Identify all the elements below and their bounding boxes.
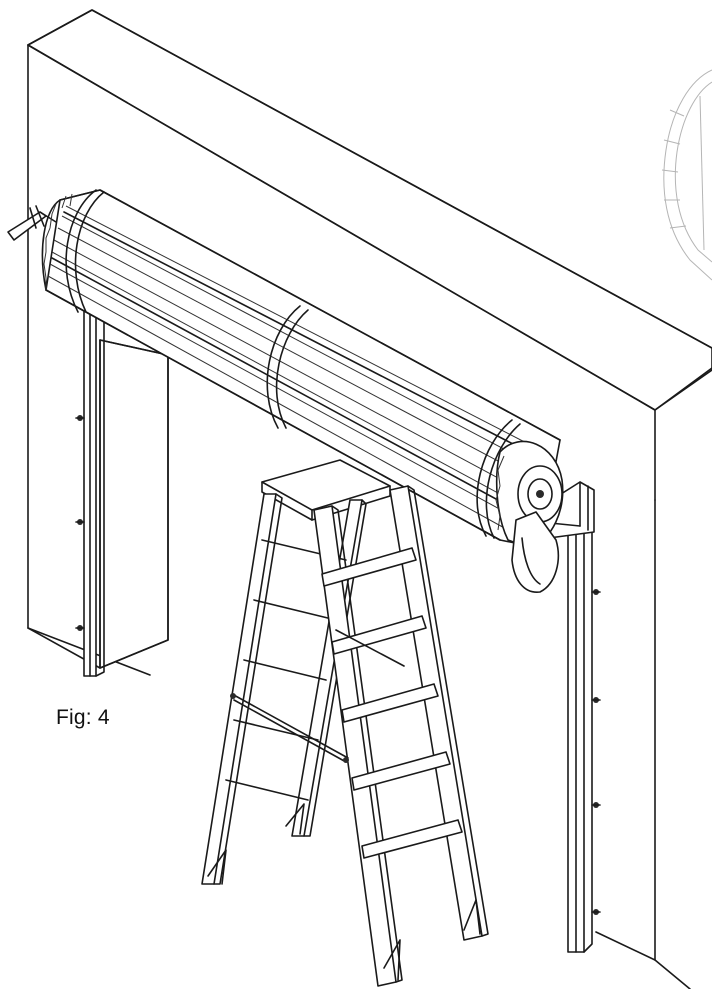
left-bracket xyxy=(7,205,57,241)
figure-caption: Fig: 4 xyxy=(56,706,110,729)
left-jamb xyxy=(27,339,169,669)
step-ladder xyxy=(201,459,489,987)
left-guide-rail xyxy=(75,299,105,677)
ghost-drum-sketch xyxy=(661,69,712,281)
shutter-roll xyxy=(41,189,561,549)
motor-end-cap xyxy=(495,440,564,593)
right-guide-rail xyxy=(567,515,601,953)
